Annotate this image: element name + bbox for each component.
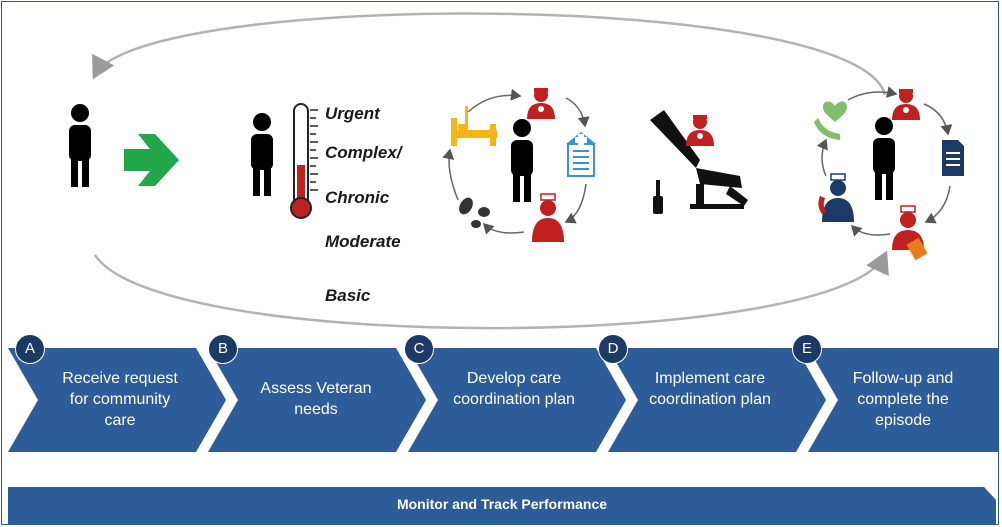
person-icon xyxy=(511,119,533,202)
person-icon xyxy=(251,113,273,196)
nurse-icon xyxy=(818,173,854,222)
step-badge-b: B xyxy=(208,334,238,364)
step-badge-c: C xyxy=(404,334,434,364)
step-a-chevron xyxy=(8,348,226,452)
monitor-bar xyxy=(8,487,996,525)
step-badge-e: E xyxy=(792,334,822,364)
severity-label: Chronic xyxy=(325,188,390,207)
doctor-icon xyxy=(686,115,714,146)
step-badge-d: D xyxy=(598,334,628,364)
cycle-arc-bottom xyxy=(93,250,889,330)
severity-label: Basic xyxy=(325,286,371,305)
step-b-chevron xyxy=(208,348,426,452)
nurse-icon xyxy=(892,205,928,261)
step-label-e: Follow-up and complete the episode xyxy=(852,370,954,429)
hospital-icon xyxy=(566,132,596,177)
person-icon xyxy=(69,104,91,187)
doctor-icon xyxy=(527,88,555,119)
severity-label: Urgent xyxy=(325,104,380,123)
document-icon xyxy=(942,140,964,176)
phone-icon xyxy=(818,196,826,214)
person-icon xyxy=(873,117,895,200)
step-d-chevron xyxy=(608,348,826,452)
step-badge-a: A xyxy=(15,334,45,364)
step-label-d: Implement care coordination plan xyxy=(649,370,771,408)
arrow-right-icon xyxy=(124,134,179,186)
pills-icon xyxy=(459,197,490,228)
step-label-b: Assess Veteran needs xyxy=(260,380,372,418)
cycle-arc-top xyxy=(92,12,887,96)
severity-label: Complex/ xyxy=(325,143,402,162)
nurse-icon xyxy=(532,193,564,242)
step-label-c: Develop care coordination plan xyxy=(453,370,575,408)
dental-chair-icon xyxy=(650,110,748,214)
severity-label: Moderate xyxy=(325,232,401,251)
process-chevrons xyxy=(8,348,998,452)
heart-hands-icon xyxy=(814,101,847,140)
step-label-a: Receive request for community care xyxy=(62,370,178,429)
step-c-chevron xyxy=(408,348,626,452)
thermometer-icon xyxy=(290,103,318,219)
step-e-chevron xyxy=(808,348,998,452)
bed-icon xyxy=(451,106,497,146)
doctor-icon xyxy=(892,89,920,120)
monitor-label: Monitor and Track Performance xyxy=(396,496,608,512)
